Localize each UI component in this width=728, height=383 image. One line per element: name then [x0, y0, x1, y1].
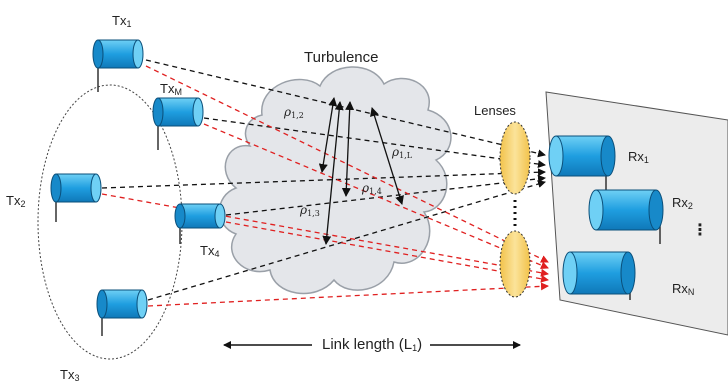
tx4-device: [174, 203, 226, 244]
rx2-device: [588, 189, 664, 244]
beam-tx3-rx1: [147, 180, 546, 301]
beam-tx3-rxn: [147, 282, 549, 307]
beam-tx1-rxn: [145, 65, 549, 263]
rho-1-4-arrow: [341, 101, 355, 197]
rxn-device: [562, 251, 636, 300]
tx2-device: [50, 173, 102, 222]
tx3-device: [96, 289, 148, 336]
rho-1-3-label: ρ1,3: [300, 203, 320, 218]
turbulence-cloud: [218, 66, 452, 295]
lenses-label: Lenses: [474, 103, 516, 118]
tx3-label: Tx3: [60, 367, 80, 383]
rx2-label: Rx2: [672, 195, 693, 211]
txm-label: TxM: [160, 81, 182, 97]
beam-tx4-rxn: [225, 221, 549, 283]
beam-tx2-rx1: [101, 168, 546, 189]
rho-1-l-label: ρ1,L: [392, 145, 413, 160]
rho-1-2-label: ρ1,2: [284, 105, 304, 120]
beam-txm-rxn: [203, 123, 549, 269]
rx1-label: Rx1: [628, 149, 649, 165]
correlation-arrows: [318, 97, 404, 245]
tx4-label: Tx4: [200, 243, 220, 259]
tx1-label: Tx1: [112, 13, 132, 29]
rxn-label: RxN: [672, 281, 695, 297]
txm-device: [152, 97, 204, 150]
tx2-label: Tx2: [6, 193, 26, 209]
tx1-device: [92, 39, 144, 92]
rx-ellipsis: ⋮: [692, 222, 708, 239]
rx1-device: [548, 135, 616, 190]
lens-top: [499, 121, 531, 195]
link-length-label: Link length (L1): [322, 336, 423, 353]
rho-1-4-label: ρ1,4: [362, 181, 382, 196]
rho-1-3-arrow: [322, 101, 344, 245]
lens-bottom: [499, 230, 531, 298]
rho-1-l-arrow: [370, 107, 404, 205]
turbulence-label: Turbulence: [304, 49, 379, 66]
